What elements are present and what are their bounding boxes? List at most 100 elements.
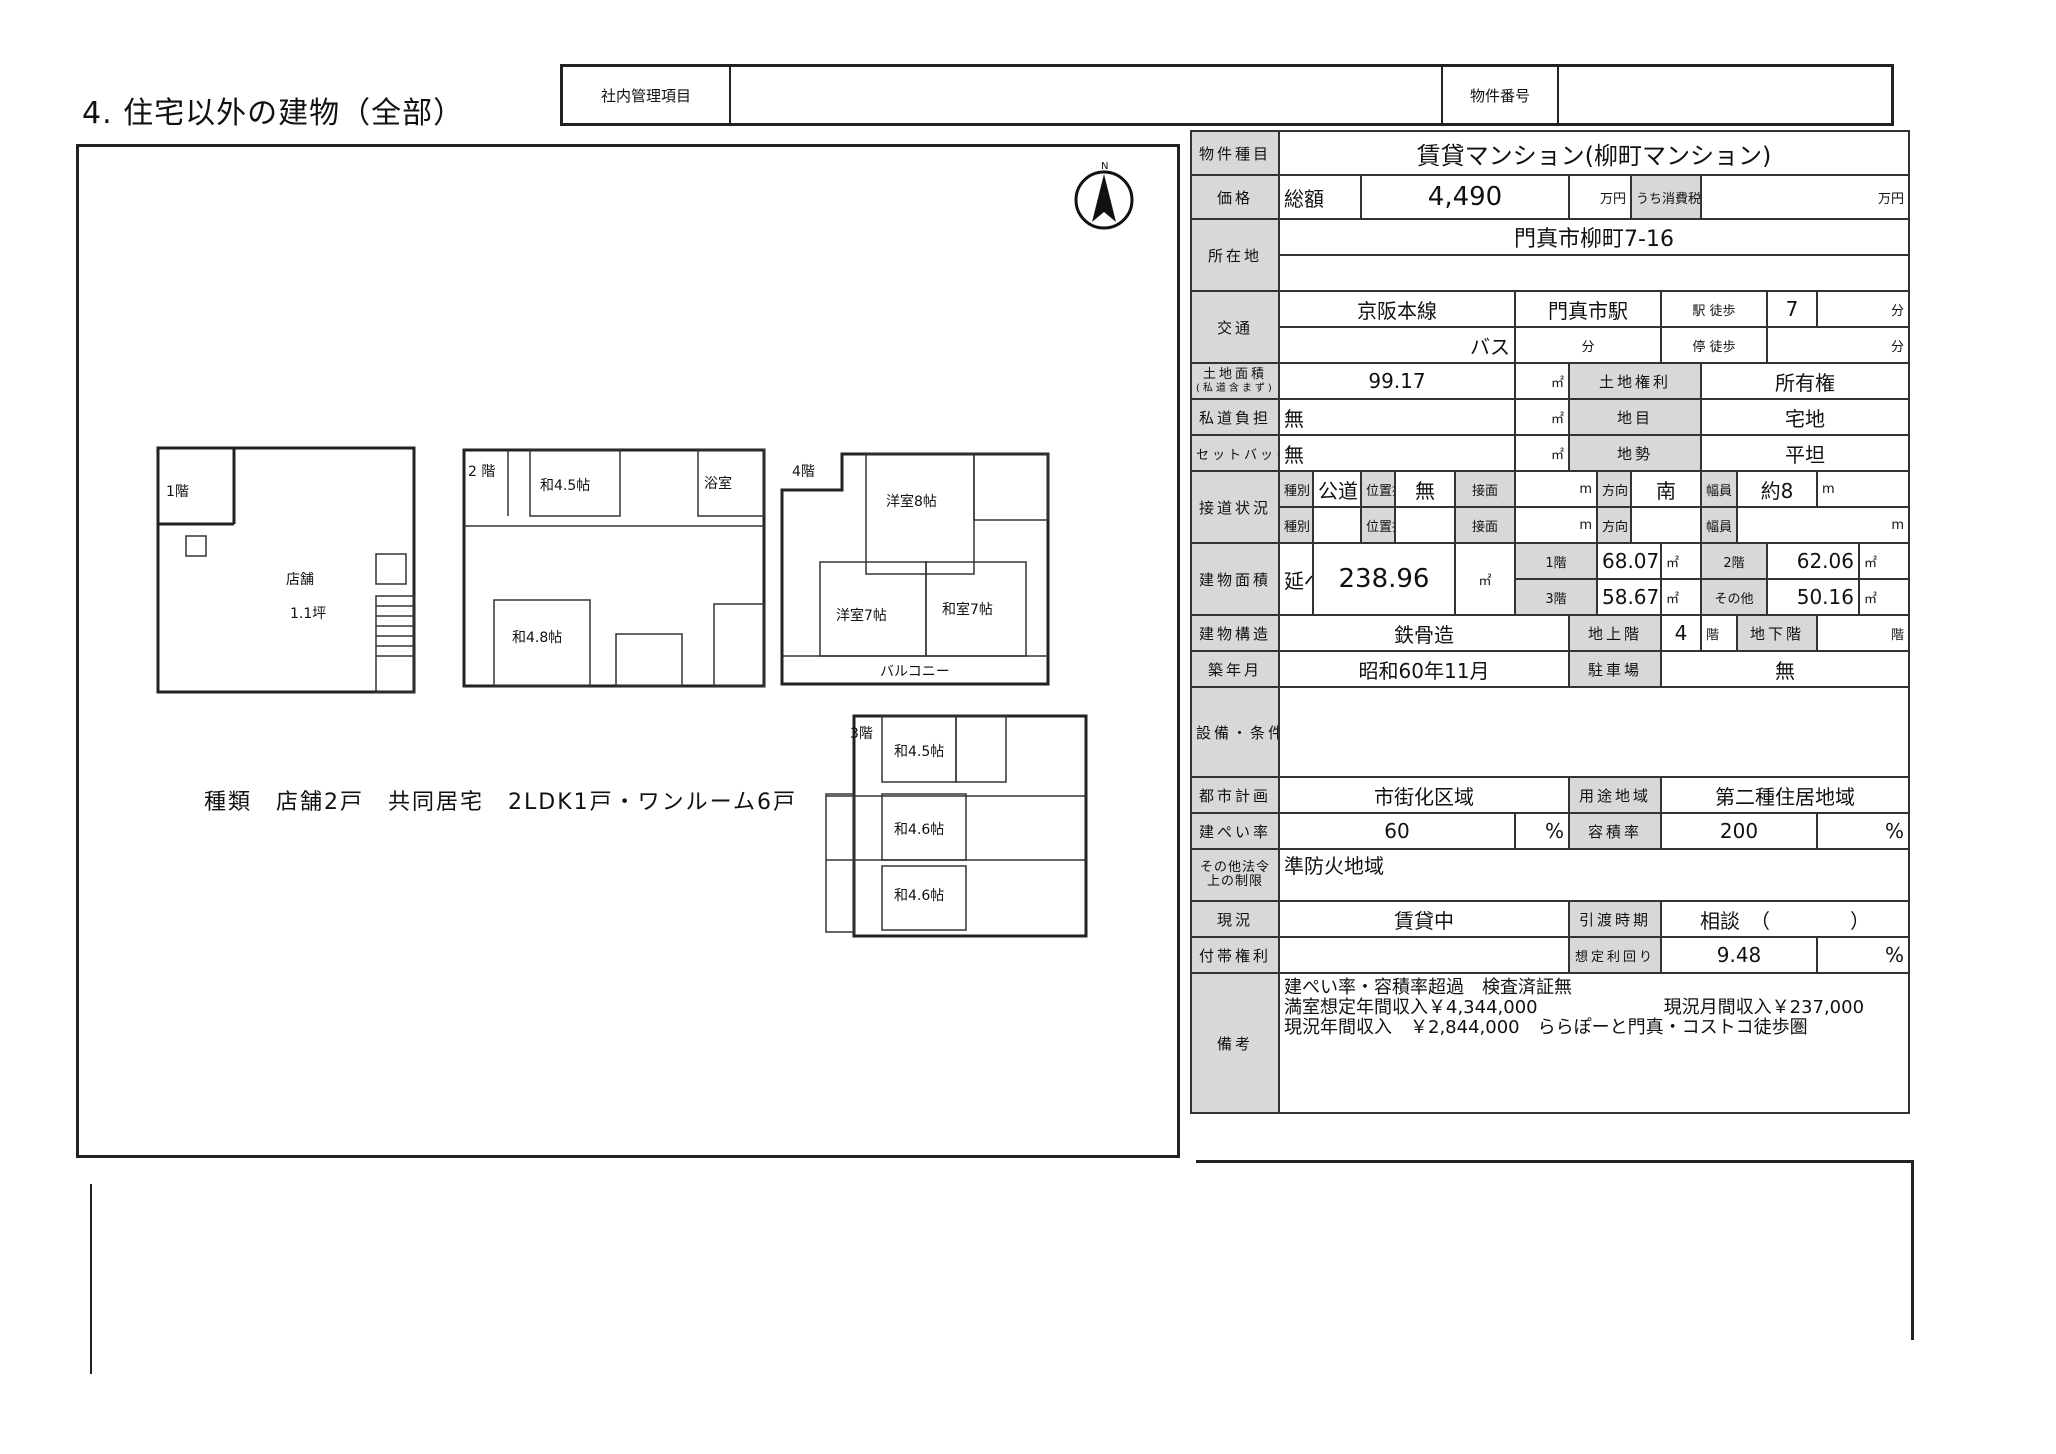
internal-management-value[interactable]	[731, 67, 1443, 123]
other-law-label: その他法令上の制限	[1190, 848, 1280, 902]
stop-minute-unit: 分	[1765, 326, 1911, 364]
floor3-area-unit: ㎡	[1660, 578, 1702, 616]
coverage-unit: %	[1514, 812, 1570, 850]
floor2-area-label: 2階	[1700, 542, 1768, 580]
built-value: 昭和60年11月	[1278, 650, 1570, 688]
total-area-value: 238.96	[1312, 542, 1456, 616]
property-info-table: 物件種目 賃貸マンション(柳町マンション) 価格 総額 4,490 万円 うち消…	[1190, 130, 1911, 1114]
floor-4-plan	[780, 452, 1050, 686]
floor-4-room-2: 洋室7帖	[836, 607, 887, 624]
direction-value-2	[1630, 506, 1702, 544]
walk-minutes: 7	[1766, 290, 1818, 328]
tax-unit: 万円	[1699, 174, 1911, 220]
frontage-label: 接面	[1454, 470, 1516, 508]
above-floors-label: 地上階	[1568, 614, 1662, 652]
rights-value	[1278, 936, 1570, 974]
width-unit-2: m	[1735, 506, 1911, 544]
city-plan-value: 市街化区域	[1278, 776, 1570, 814]
coverage-value: 60	[1278, 812, 1516, 850]
remarks-full-occupancy-income: 満室想定年間収入￥4,344,000	[1284, 997, 1538, 1018]
floor-3-room-3: 和4.6帖	[894, 888, 944, 904]
floor-2-bath: 浴室	[704, 475, 732, 492]
below-floors-unit: 階	[1815, 614, 1911, 652]
floor-2-room-2: 和4.8帖	[512, 630, 562, 646]
handover-label: 引渡時期	[1568, 900, 1662, 938]
bus-minute-unit: 分	[1514, 326, 1662, 364]
type-label: 物件種目	[1190, 130, 1280, 176]
position-value-2	[1394, 506, 1456, 544]
above-floors-value: 4	[1660, 614, 1702, 652]
floor2-area-unit: ㎡	[1857, 542, 1911, 580]
location-label: 所在地	[1190, 218, 1280, 292]
price-label: 価格	[1190, 174, 1280, 220]
floor-3-room-1: 和4.5帖	[894, 744, 944, 760]
svg-text:N: N	[1101, 161, 1108, 172]
remarks-line-3: 現況年間収入 ￥2,844,000 ららぽーと門真・コストコ徒歩圏	[1284, 1017, 1808, 1038]
status-value: 賃貸中	[1278, 900, 1570, 938]
chisei-value: 平坦	[1699, 434, 1911, 472]
floor-plan-drawings: 1階 店舗 1.1坪 2 階 和4.5帖 和4.8帖 浴室 4階 洋室8帖 洋室…	[156, 446, 1088, 938]
above-floors-unit: 階	[1700, 614, 1738, 652]
zoning-value: 第二種住居地域	[1659, 776, 1911, 814]
shop-size-label: 1.1坪	[290, 606, 326, 622]
frontage-unit-2: m	[1514, 506, 1598, 544]
other-law-value: 準防火地域	[1277, 848, 1911, 902]
floor-3-plan	[825, 714, 1088, 938]
floor-4-room-1: 洋室8帖	[886, 493, 937, 510]
parking-label: 駐車場	[1568, 650, 1662, 688]
direction-value: 南	[1630, 470, 1702, 508]
location-extra	[1277, 254, 1911, 292]
road-type-label-2: 種別	[1278, 506, 1314, 544]
type-value: 賃貸マンション(柳町マンション)	[1277, 130, 1911, 176]
price-unit: 万円	[1568, 174, 1632, 220]
land-area-label: 土地面積(私道含まず)	[1190, 362, 1280, 400]
remarks-line-2: 満室想定年間収入￥4,344,000 現況月間収入￥237,000	[1284, 998, 1904, 1018]
below-floors-label: 地下階	[1736, 614, 1818, 652]
total-area-label: 延べ	[1278, 542, 1314, 616]
floor1-area-unit: ㎡	[1660, 542, 1702, 580]
zoning-label: 用途地域	[1568, 776, 1662, 814]
yield-value: 9.48	[1660, 936, 1818, 974]
property-number-value[interactable]	[1559, 67, 1891, 123]
chimoku-value: 宅地	[1699, 398, 1911, 436]
floor-2-plan	[462, 448, 766, 688]
building-area-label: 建物面積	[1190, 542, 1280, 616]
parking-value: 無	[1659, 650, 1911, 688]
road-type-label: 種別	[1278, 470, 1314, 508]
other-area-unit: ㎡	[1857, 578, 1911, 616]
rights-label: 付帯権利	[1190, 936, 1280, 974]
setback-label: セットバック	[1190, 434, 1280, 472]
coverage-label: 建ぺい率	[1190, 812, 1280, 850]
land-area-unit: ㎡	[1514, 362, 1570, 400]
remarks-value: 建ぺい率・容積率超過 検査済証無 満室想定年間収入￥4,344,000 現況月間…	[1277, 972, 1911, 1114]
floor3-area-label: 3階	[1514, 578, 1598, 616]
property-number-label: 物件番号	[1443, 67, 1559, 123]
far-label: 容積率	[1568, 812, 1662, 850]
floor-3-label: 3階	[850, 726, 873, 742]
transport-label: 交通	[1190, 290, 1280, 364]
remarks-line-1: 建ぺい率・容積率超過 検査済証無	[1284, 977, 1572, 998]
floor-3-room-2: 和4.6帖	[894, 822, 944, 838]
facilities-label: 設備・条件	[1190, 686, 1280, 778]
private-road-label: 私道負担	[1190, 398, 1280, 436]
remarks-current-monthly-income: 現況月間収入￥237,000	[1663, 997, 1865, 1018]
width-label-2: 幅員	[1700, 506, 1738, 544]
train-line: 京阪本線	[1278, 290, 1516, 328]
other-area-label: その他	[1700, 578, 1768, 616]
direction-label: 方向	[1596, 470, 1632, 508]
setback-unit: ㎡	[1514, 434, 1570, 472]
floor-1-plan	[156, 446, 416, 694]
total-area-unit: ㎡	[1454, 542, 1516, 616]
floor1-area-value: 68.07	[1596, 542, 1662, 580]
price-total-label: 総額	[1278, 174, 1362, 220]
floor-4-room-3: 和室7帖	[942, 601, 993, 618]
land-area-value: 99.17	[1278, 362, 1516, 400]
floor3-area-value: 58.67	[1596, 578, 1662, 616]
floor2-area-value: 62.06	[1766, 542, 1860, 580]
private-road-value: 無	[1278, 398, 1516, 436]
shop-label: 店舗	[286, 572, 314, 588]
setback-value: 無	[1278, 434, 1516, 472]
position-label-2: 位置指定	[1360, 506, 1396, 544]
north-arrow-icon: N	[1074, 161, 1134, 230]
building-composition-caption: 種類 店舗2戸 共同居宅 2LDK1戸・ワンルーム6戸	[204, 790, 797, 815]
